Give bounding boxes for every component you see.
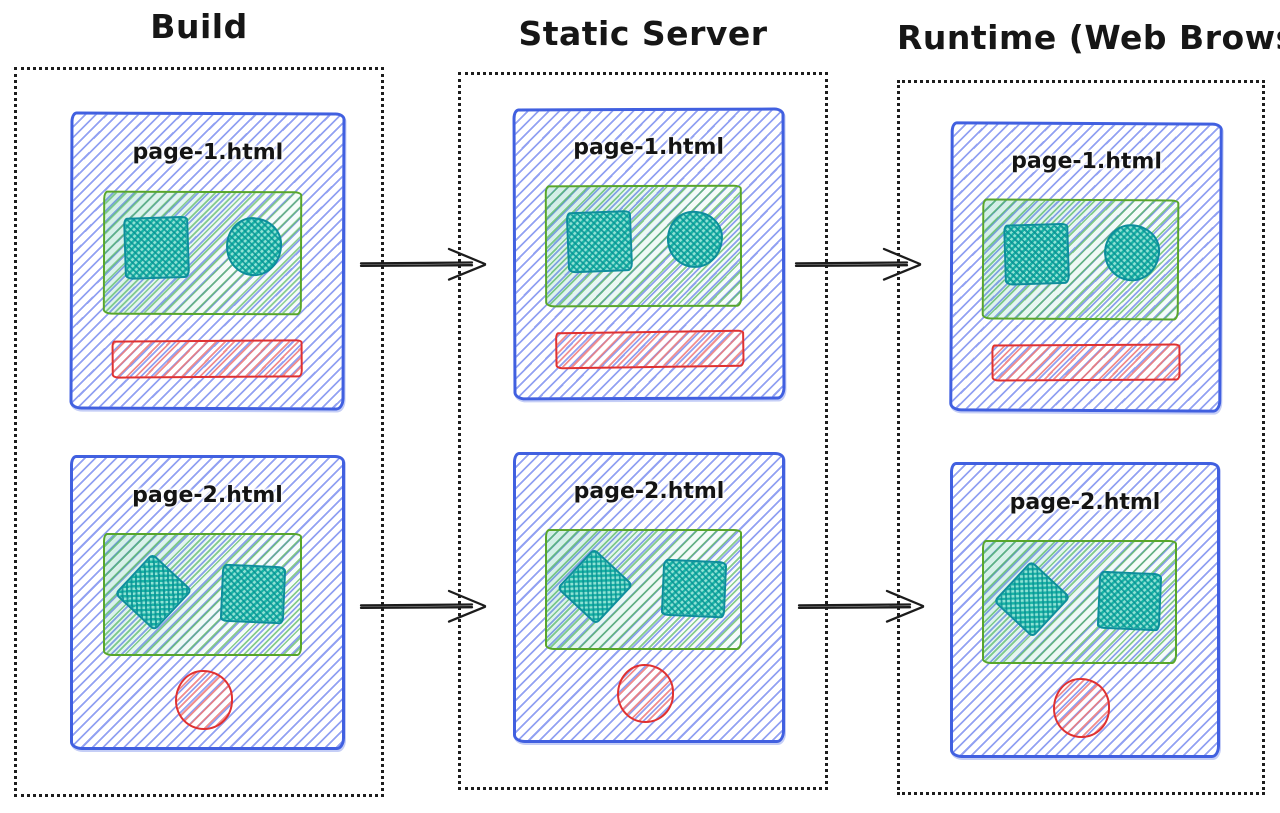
page-filename: page-2.html xyxy=(132,482,283,508)
flow-arrow-icon xyxy=(796,586,930,626)
content-block xyxy=(545,529,743,651)
content-block xyxy=(981,198,1180,321)
diamond-shape xyxy=(114,552,193,631)
column-boundary xyxy=(897,80,1265,795)
footer-bar xyxy=(554,329,745,370)
content-block xyxy=(545,185,743,308)
page-filename: page-1.html xyxy=(132,139,284,166)
square-shape xyxy=(219,563,287,625)
footer-dot xyxy=(617,664,675,723)
column-static-server: Static Server page-1.html page-2.html xyxy=(458,14,828,790)
page-card: page-1.html xyxy=(512,107,786,401)
column-title: Build xyxy=(150,7,248,46)
square-shape xyxy=(123,215,191,281)
footer-bar xyxy=(111,339,303,379)
flow-arrow-icon xyxy=(358,244,492,284)
diamond-shape xyxy=(556,548,634,626)
column-runtime: Runtime (Web Browser) page-1.html page-2… xyxy=(897,18,1280,795)
content-block xyxy=(102,190,302,316)
square-shape xyxy=(565,209,633,274)
page-filename: page-2.html xyxy=(573,479,725,505)
column-title: Runtime (Web Browser) xyxy=(897,18,1280,57)
page-filename: page-2.html xyxy=(1009,489,1161,515)
circle-shape xyxy=(225,216,283,277)
flow-arrow-icon xyxy=(358,586,492,626)
content-block xyxy=(102,533,302,656)
footer-dot xyxy=(1053,678,1111,738)
circle-shape xyxy=(666,210,723,269)
footer-dot xyxy=(175,670,234,730)
square-shape xyxy=(1096,570,1163,632)
flow-arrow-icon xyxy=(793,244,927,284)
footer-bar xyxy=(990,343,1181,382)
page-filename: page-1.html xyxy=(573,135,725,161)
content-block xyxy=(982,540,1178,664)
column-boundary xyxy=(458,72,828,790)
column-title: Static Server xyxy=(518,14,768,53)
diamond-shape xyxy=(993,560,1071,638)
page-card: page-2.html xyxy=(513,452,785,743)
circle-shape xyxy=(1103,224,1160,282)
column-build: Build page-1.html page-2.html xyxy=(14,7,384,797)
square-shape xyxy=(660,559,727,620)
page-filename: page-1.html xyxy=(1011,148,1162,175)
page-card: page-1.html xyxy=(949,121,1223,413)
column-boundary xyxy=(14,67,384,797)
page-card: page-1.html xyxy=(69,111,346,411)
square-shape xyxy=(1002,222,1070,286)
page-card: page-2.html xyxy=(70,455,345,750)
page-card: page-2.html xyxy=(950,462,1220,758)
